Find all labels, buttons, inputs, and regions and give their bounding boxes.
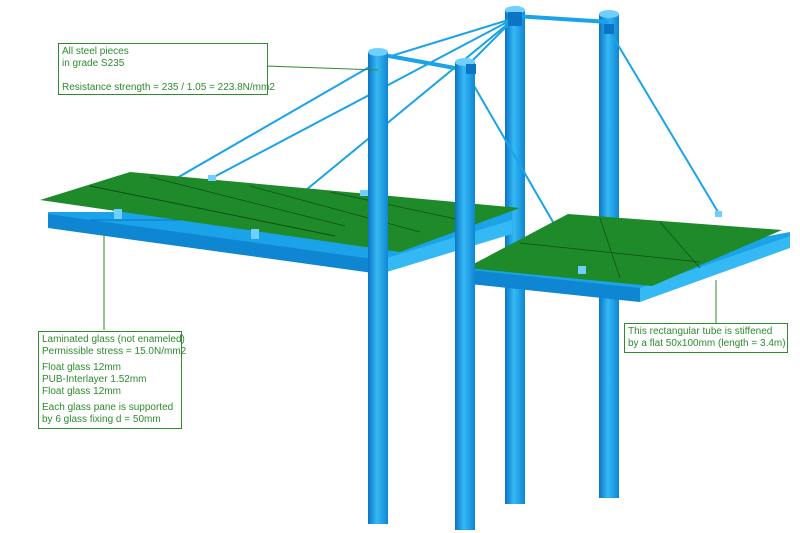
left-glass-canopy [40, 172, 520, 252]
annotation-line: by a flat 50x100mm (length = 3.4m) [628, 338, 786, 349]
top-fitting [604, 24, 614, 34]
annotation-line: Float glass 12mm [42, 386, 121, 397]
annotation-line [62, 70, 264, 82]
annotation-line: Float glass 12mm [42, 362, 121, 373]
annotation-line: in grade S235 [62, 58, 125, 69]
annotation-line: Permissible stress = 15.0N/mm2 [42, 346, 187, 357]
column-front-left [368, 48, 388, 524]
tube-stiffener-annotation: This rectangular tube is stiffened by a … [624, 323, 788, 353]
glass-spec-annotation: Laminated glass (not enameled) Permissib… [38, 331, 187, 429]
top-fitting [466, 64, 476, 74]
annotation-line: All steel pieces [62, 46, 129, 57]
leader-lines [103, 65, 717, 330]
annotation-line: Each glass pane is supported [42, 402, 174, 413]
steel-grade-annotation: All steel pieces in grade S235 Resistanc… [58, 43, 275, 95]
annotation-line: by 6 glass fixing d = 50mm [42, 414, 161, 425]
annotation-line: Laminated glass (not enameled) [42, 334, 185, 345]
top-fitting [508, 12, 522, 26]
right-glass-canopy [466, 211, 782, 286]
column-front-right [455, 58, 475, 530]
annotation-line: Resistance strength = 235 / 1.05 = 223.8… [62, 82, 275, 93]
annotation-line: This rectangular tube is stiffened [628, 326, 773, 337]
annotation-line: PUB-Interlayer 1.52mm [42, 374, 147, 385]
